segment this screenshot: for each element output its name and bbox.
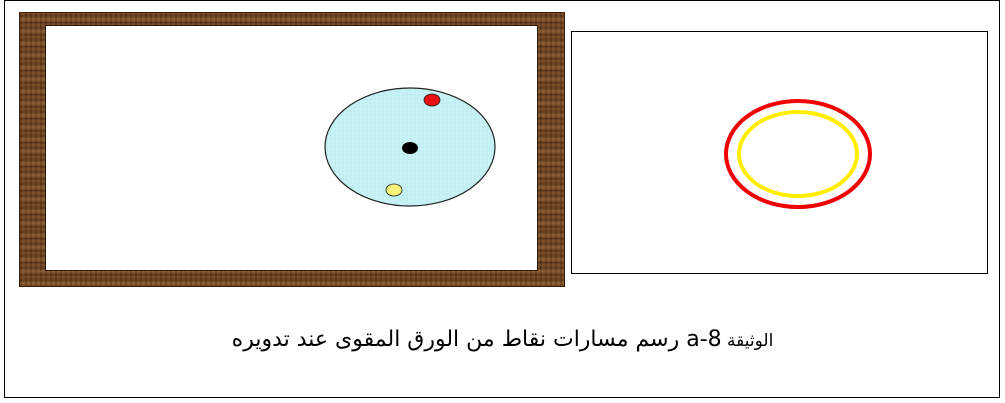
caption-doc-id: a-8 bbox=[686, 327, 721, 352]
rotating-disc-drawing bbox=[46, 26, 537, 270]
yellow-path bbox=[739, 112, 857, 196]
yellow-point bbox=[386, 184, 402, 196]
caption-text: رسم مسارات نقاط من الورق المقوى عند تدوي… bbox=[232, 327, 680, 352]
paths-panel bbox=[571, 31, 988, 274]
caption-label: الوثيقة bbox=[722, 331, 774, 351]
board-surface bbox=[45, 25, 538, 271]
figure-caption: الوثيقة a-8 رسم مسارات نقاط من الورق الم… bbox=[0, 327, 1005, 352]
paths-drawing bbox=[572, 32, 989, 275]
wooden-board-frame bbox=[19, 12, 565, 287]
center-point bbox=[402, 142, 418, 154]
red-path bbox=[726, 101, 870, 207]
red-point bbox=[424, 94, 440, 106]
